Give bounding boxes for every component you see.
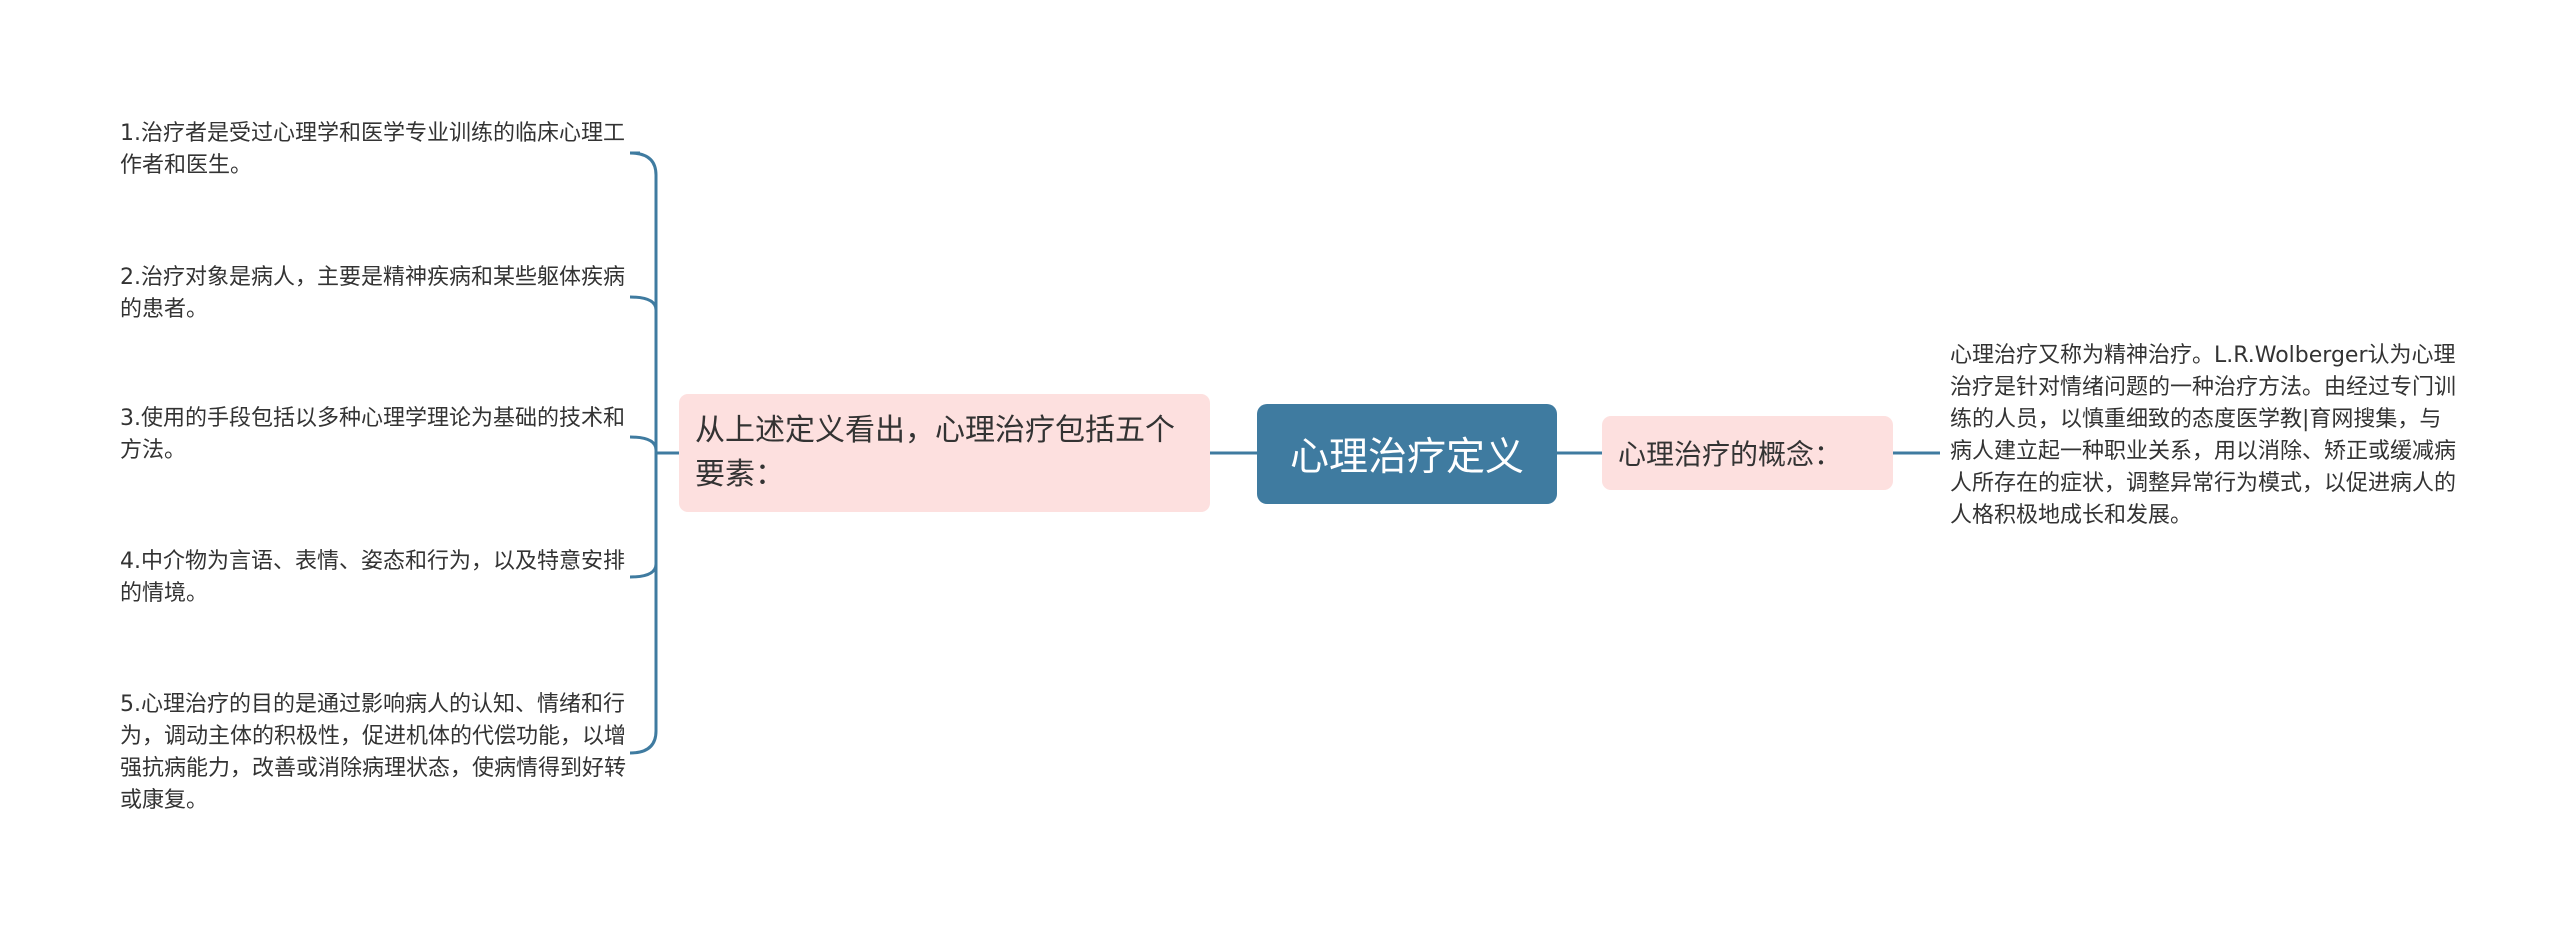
connector-left-bracket bbox=[629, 151, 658, 755]
branch-five-elements[interactable]: 从上述定义看出，心理治疗包括五个要素： bbox=[679, 394, 1210, 512]
branch-concept[interactable]: 心理治疗的概念： bbox=[1602, 416, 1893, 490]
leaf-element-3[interactable]: 3.使用的手段包括以多种心理学理论为基础的技术和方法。 bbox=[120, 406, 625, 463]
leaf-element-4[interactable]: 4.中介物为言语、表情、姿态和行为，以及特意安排的情境。 bbox=[120, 549, 625, 606]
branch-five-elements-label: 从上述定义看出，心理治疗包括五个要素： bbox=[695, 413, 1175, 492]
leaf-element-2[interactable]: 2.治疗对象是病人，主要是精神疾病和某些躯体疾病的患者。 bbox=[120, 265, 625, 322]
connector-leaf-2 bbox=[629, 295, 658, 311]
leaf-element-1[interactable]: 1.治疗者是受过心理学和医学专业训练的临床心理工作者和医生。 bbox=[120, 121, 625, 178]
leaf-element-5[interactable]: 5.心理治疗的目的是通过影响病人的认知、情绪和行为，调动主体的积极性，促进机体的… bbox=[120, 692, 627, 813]
connector-leaf-4 bbox=[629, 563, 658, 579]
leaf-concept-text[interactable]: 心理治疗又称为精神治疗。L.R.Wolberger认为心理治疗是针对情绪问题的一… bbox=[1950, 343, 2457, 528]
connector-leaf-3 bbox=[629, 435, 658, 451]
root-label: 心理治疗定义 bbox=[1289, 435, 1524, 480]
root-node[interactable]: 心理治疗定义 bbox=[1257, 404, 1557, 504]
branch-concept-label: 心理治疗的概念： bbox=[1618, 438, 1843, 471]
